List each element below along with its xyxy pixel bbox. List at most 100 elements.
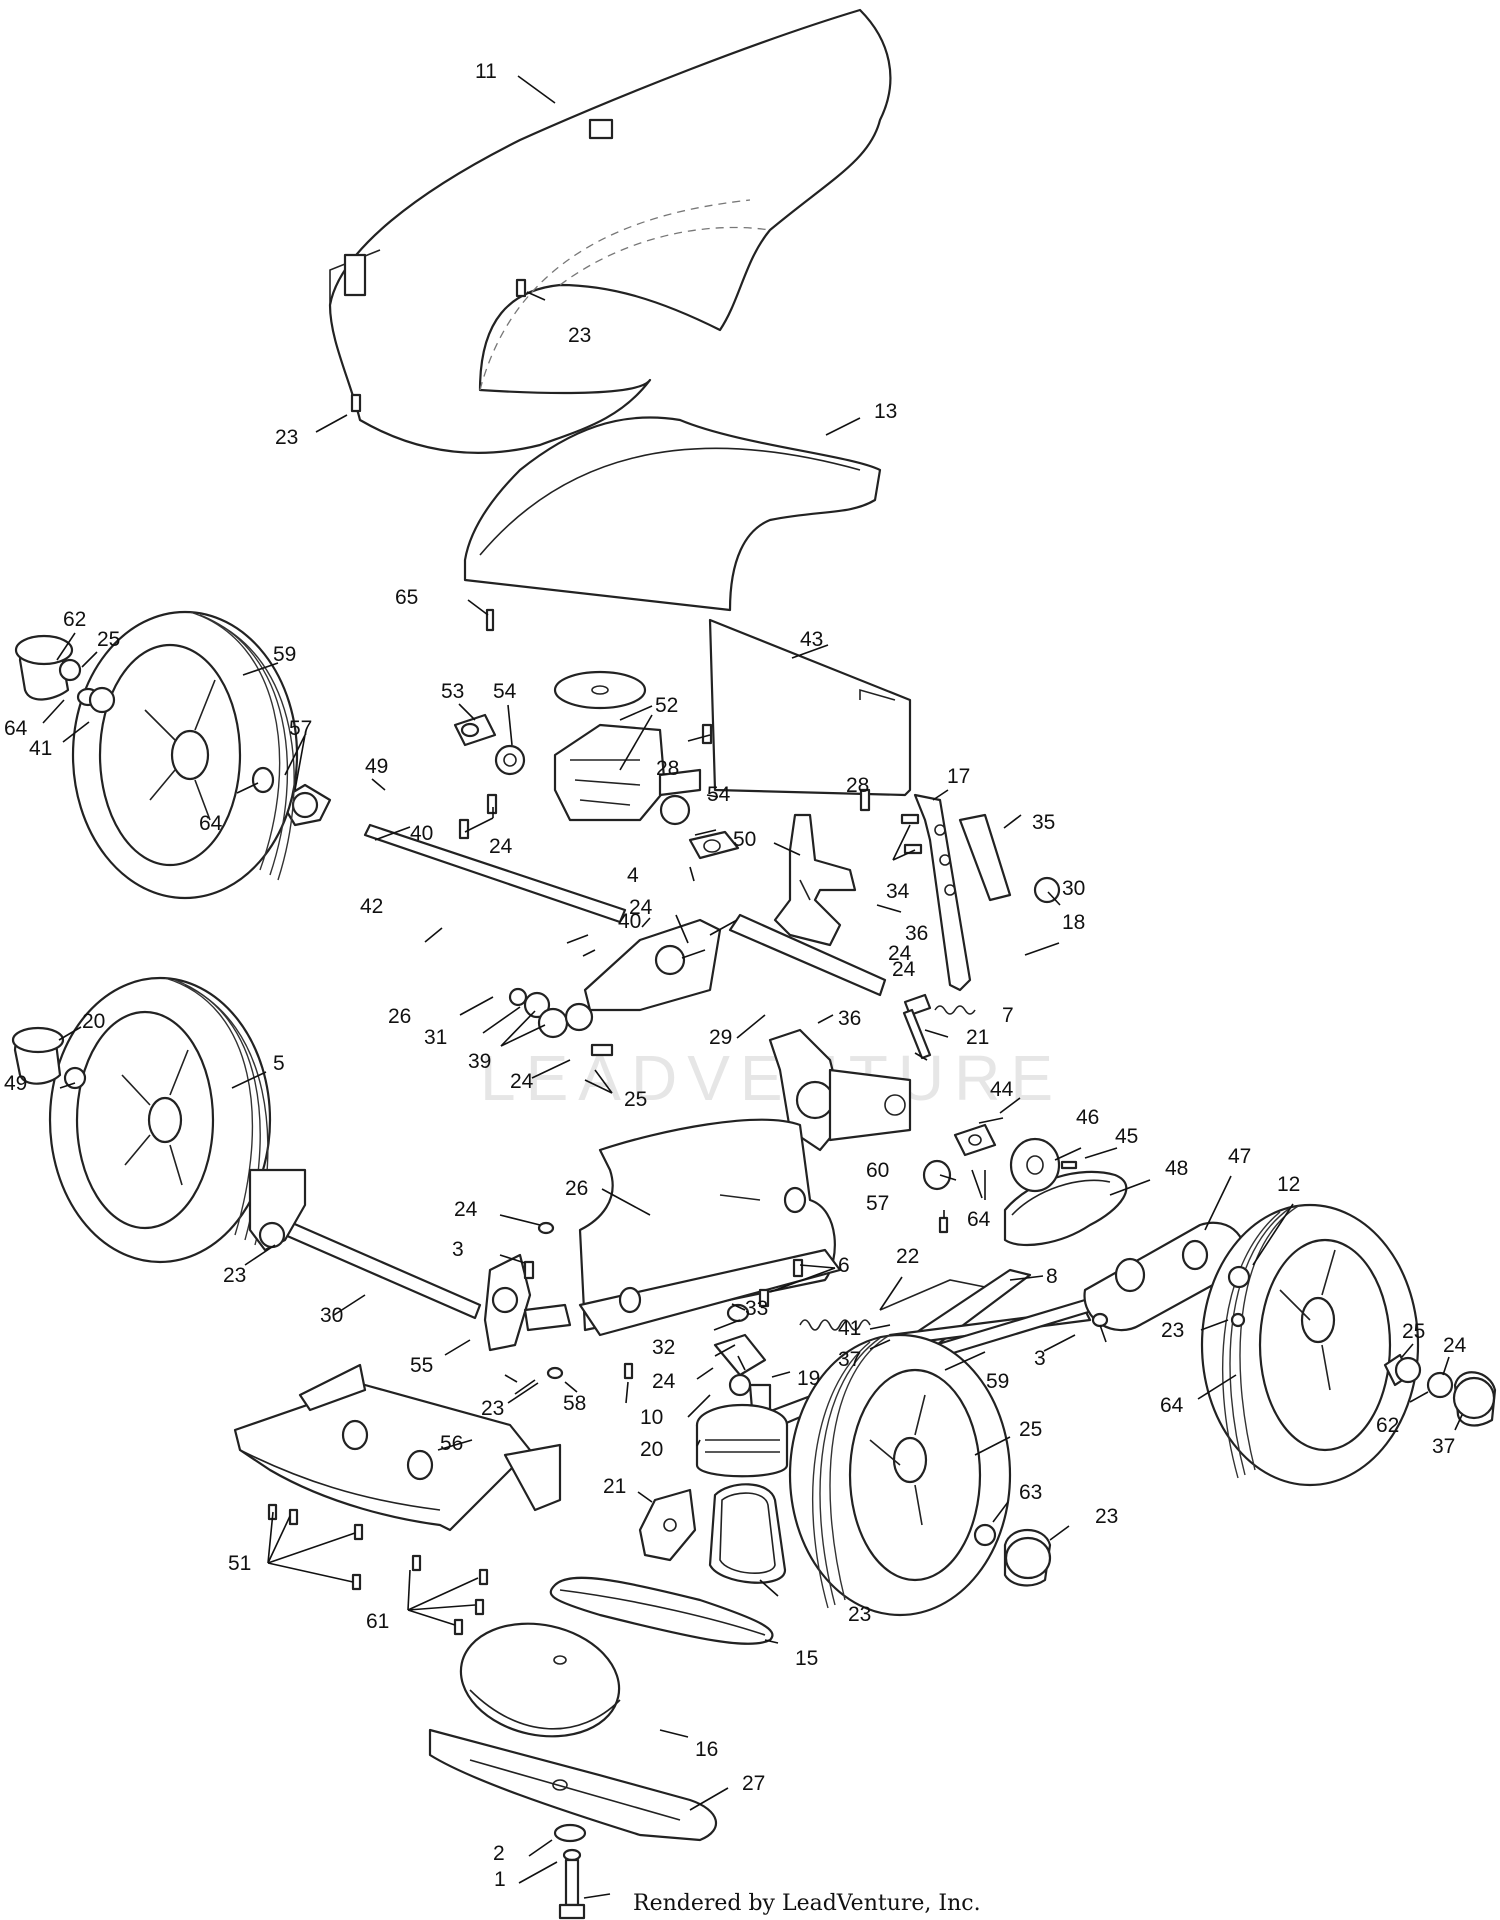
- callout: 25: [1019, 1418, 1042, 1441]
- callout: 29: [709, 1026, 732, 1049]
- watermark: LEADVENTURE: [480, 1042, 1063, 1114]
- part-10-front-bumper: [233, 1363, 562, 1532]
- part-52-transmission: [553, 670, 702, 822]
- part-7-spring: [934, 1005, 976, 1015]
- callout: 19: [797, 1367, 820, 1390]
- callout: 21: [603, 1475, 626, 1498]
- callout: 40: [618, 910, 641, 933]
- callout: 26: [565, 1177, 588, 1200]
- callout: 59: [986, 1370, 1009, 1393]
- callout: 32: [652, 1336, 675, 1359]
- callout: 49: [4, 1072, 27, 1095]
- callout: 8: [1046, 1265, 1058, 1288]
- callout: 25: [97, 628, 120, 651]
- washers-31-26: [508, 987, 614, 1057]
- callout: 2: [493, 1842, 505, 1865]
- callout: 23: [1095, 1505, 1118, 1528]
- callout: 35: [1032, 811, 1055, 834]
- callout: 25: [624, 1088, 647, 1111]
- callout: 23: [568, 324, 591, 347]
- callout: 42: [360, 895, 383, 918]
- callout: 37: [1432, 1435, 1455, 1458]
- callout: 49: [365, 755, 388, 778]
- callout: 10: [640, 1406, 663, 1429]
- part-21-hubcap-right: [973, 1523, 1052, 1587]
- leader-lines: [42, 75, 1463, 1899]
- callout: 3: [452, 1238, 464, 1261]
- callout: 47: [1228, 1145, 1251, 1168]
- callout: 53: [441, 680, 464, 703]
- callout: 39: [468, 1050, 491, 1073]
- part-59-rear-wheel-left: [71, 610, 299, 900]
- part-50-bracket: [773, 813, 857, 947]
- part-20-front-wheel-right: [788, 1333, 1012, 1617]
- callout: 30: [1062, 877, 1085, 900]
- callout: 18: [1062, 911, 1085, 934]
- callout: 27: [742, 1772, 765, 1795]
- callout: 22: [896, 1245, 919, 1268]
- callout: 45: [1115, 1125, 1138, 1148]
- part-11-rear-cover: [328, 8, 892, 455]
- callout: 50: [733, 828, 756, 851]
- callout: 58: [563, 1392, 586, 1415]
- callout: 28: [846, 774, 869, 797]
- callout: 24: [1443, 1334, 1467, 1357]
- callout: 55: [410, 1354, 433, 1377]
- callout: 23: [223, 1264, 246, 1287]
- callout: 21: [966, 1026, 989, 1049]
- callout: 17: [947, 765, 970, 788]
- callout: 26: [388, 1005, 411, 1028]
- callout: 37: [838, 1348, 861, 1371]
- part-56-clutch-pulley: [695, 1333, 789, 1478]
- callout: 1: [494, 1868, 506, 1891]
- callout: 62: [63, 608, 86, 631]
- callout: 34: [886, 880, 910, 903]
- callout: 13: [874, 400, 897, 423]
- callout: 64: [967, 1208, 991, 1231]
- callout: 24: [652, 1370, 676, 1393]
- part-39-deck-frame: [583, 913, 912, 1152]
- callout: 60: [866, 1159, 889, 1182]
- callout: 43: [800, 628, 823, 651]
- callout: 44: [990, 1078, 1014, 1101]
- part-20-front-wheel-left: [48, 976, 272, 1264]
- callout: 51: [228, 1552, 251, 1575]
- callout: 54: [707, 783, 731, 806]
- callout: 64: [1160, 1394, 1184, 1417]
- misc-hardware: [350, 278, 1109, 1380]
- callout: 23: [1161, 1319, 1184, 1342]
- callout: 12: [1277, 1173, 1300, 1196]
- part-21-hubcap-left: [11, 1026, 87, 1090]
- callout: 6: [838, 1254, 850, 1277]
- callout: 40: [410, 822, 433, 845]
- callout: 24: [454, 1198, 478, 1221]
- callout-labels: 11 23 23 13 65 43 62 25 59 64 41 53 54 5…: [4, 60, 1467, 1891]
- part-63-bracket: [638, 1488, 697, 1562]
- callout: 31: [424, 1026, 447, 1049]
- callout: 25: [1402, 1320, 1425, 1343]
- callout: 20: [82, 1010, 105, 1033]
- callout: 3: [1034, 1347, 1046, 1370]
- callout: 65: [395, 586, 418, 609]
- part-43-deflector-plate: [708, 618, 912, 797]
- callout: 24: [888, 942, 912, 965]
- callout: 36: [838, 1007, 861, 1030]
- callout: 24: [629, 896, 653, 919]
- callout: 57: [289, 717, 312, 740]
- part-8-front-axle: [248, 1168, 572, 1352]
- callout: 24: [510, 1070, 534, 1093]
- part-12-front-housing: [578, 1118, 842, 1337]
- part-15-disk: [459, 1622, 621, 1738]
- callout: 62: [1376, 1414, 1399, 1437]
- part-27-2-1-blade-bolt: [553, 1823, 587, 1920]
- callout: 56: [440, 1432, 463, 1455]
- callout: 63: [1019, 1481, 1042, 1504]
- callout: 36: [905, 922, 928, 945]
- callout: 4: [627, 864, 639, 887]
- callout: 54: [493, 680, 517, 703]
- callout: 48: [1165, 1157, 1188, 1180]
- callout: 28: [656, 757, 679, 780]
- callout: 59: [273, 643, 296, 666]
- callout: 23: [275, 426, 298, 449]
